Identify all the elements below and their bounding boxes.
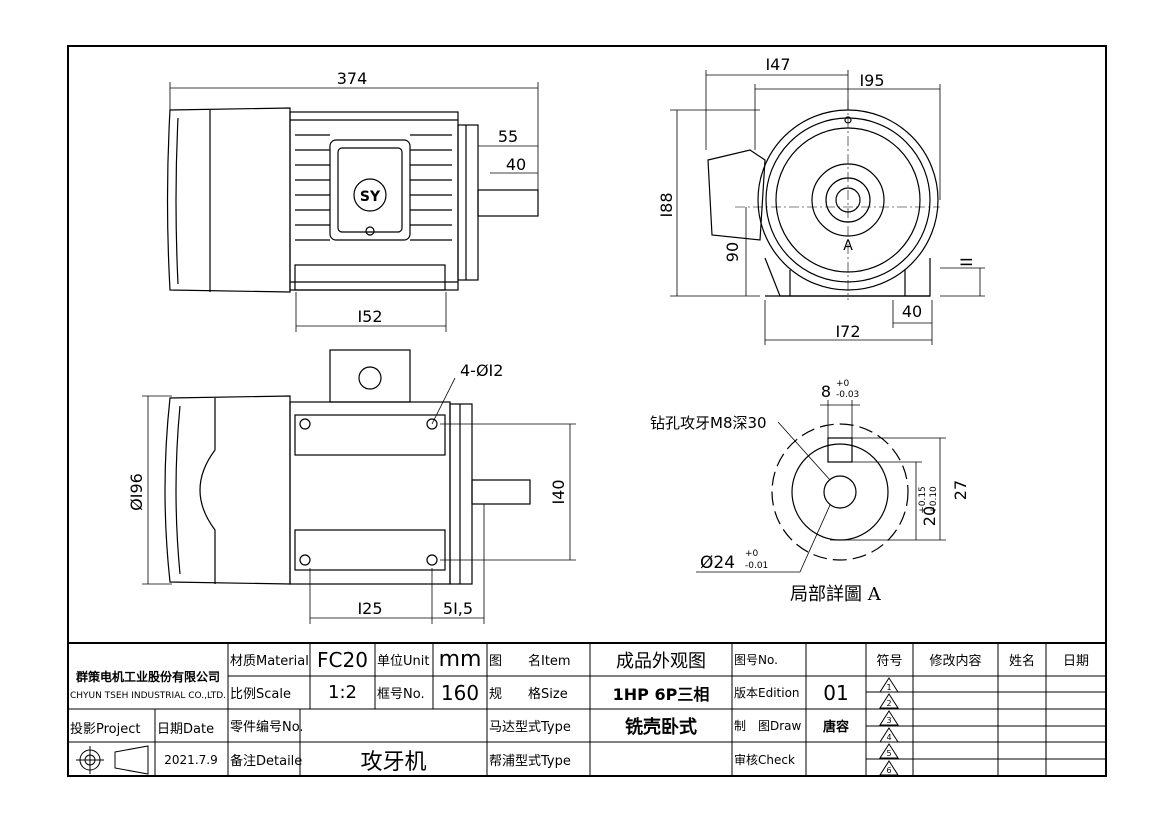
dim-key-width: 8 xyxy=(821,382,831,401)
dim-shaft-b: 40 xyxy=(506,155,526,174)
detail-a-dimensions xyxy=(696,400,946,573)
scale-value: 1:2 xyxy=(328,682,357,703)
material-value: FC20 xyxy=(317,647,368,672)
frame-label: 框号No. xyxy=(377,687,425,702)
section-mark-a: A xyxy=(843,238,853,254)
draw-label: 制 图Draw xyxy=(734,719,802,733)
drawing-border xyxy=(67,45,1107,777)
top-view-dimensions xyxy=(142,377,576,624)
revision-mark-4: 4 xyxy=(886,732,892,742)
unit-value: mm xyxy=(438,647,482,672)
dim-shaft-dia: Ø24 xyxy=(700,553,735,573)
dim-overall-length: 374 xyxy=(337,69,368,88)
remark-label: 备注Detailed xyxy=(230,754,302,769)
scale-label: 比例Scale xyxy=(230,687,291,702)
revision-mark-2: 2 xyxy=(886,698,892,708)
detail-title: 局部詳圖 A xyxy=(790,584,882,605)
dim-shaft-tol-upper: +0 xyxy=(745,549,759,559)
front-view-dimensions xyxy=(169,82,539,332)
date-label: 日期Date xyxy=(157,721,215,737)
part-no-value xyxy=(300,709,487,742)
date-value: 2021.7.9 xyxy=(164,752,218,767)
hole-callout: 4-ØI2 xyxy=(460,361,503,380)
dim-height-188: I88 xyxy=(657,192,676,217)
dim-147: I47 xyxy=(765,55,790,74)
unit-label: 单位Unit xyxy=(377,654,430,669)
drawing-no-value xyxy=(806,643,866,676)
dim-hole-distance: I25 xyxy=(357,599,382,618)
check-label: 审核Check xyxy=(734,753,795,767)
dim-20-tol-upper: +0.15 xyxy=(918,486,928,514)
revision-mark-6: 6 xyxy=(886,765,892,775)
projection-label: 投影Project xyxy=(70,721,141,737)
part-no-label: 零件编号No. xyxy=(230,720,302,735)
company-name-en: CHYUN TSEH INDUSTRIAL CO.,LTD. xyxy=(69,691,227,701)
side-view-centerlines xyxy=(735,100,940,300)
company-name-cn: 群策电机工业股份有限公司 xyxy=(75,669,220,684)
front-view: SY xyxy=(166,107,539,293)
tap-note: 钻孔攻牙M8深30 xyxy=(650,414,767,432)
dim-base-width: I72 xyxy=(835,322,860,341)
dim-foot-width: I40 xyxy=(549,479,568,504)
revision-header-symbol: 符号 xyxy=(876,654,903,669)
frame-value: 160 xyxy=(440,680,480,705)
svg-text:SY: SY xyxy=(360,189,381,205)
dim-key-tol-lower: -0.03 xyxy=(836,390,859,400)
dim-shaft-height: 90 xyxy=(723,242,742,262)
revision-triangles xyxy=(879,677,899,776)
dim-shaft-offset: 5I,5 xyxy=(443,599,473,618)
dim-foot-spacing: I52 xyxy=(357,307,382,326)
edition-value: 01 xyxy=(823,680,849,705)
dim-shaft-a: 55 xyxy=(498,127,518,146)
dim-foot-thickness: II xyxy=(957,257,976,266)
size-label: 规 格Size xyxy=(489,687,568,702)
side-view-dimensions xyxy=(670,70,985,345)
revision-mark-1: 1 xyxy=(886,682,892,692)
revision-mark-3: 3 xyxy=(886,715,892,725)
draw-value: 唐容 xyxy=(822,720,849,735)
dim-body-dia: ØI96 xyxy=(127,473,146,511)
revision-mark-5: 5 xyxy=(886,748,892,758)
dim-foot-40: 40 xyxy=(902,302,922,321)
revision-header-date: 日期 xyxy=(1062,654,1089,669)
pump-type-value xyxy=(590,743,732,776)
dim-27: 27 xyxy=(951,480,970,500)
title-block: 群策电机工业股份有限公司 CHYUN TSEH INDUSTRIAL CO.,L… xyxy=(68,643,1106,776)
dim-20: 20 xyxy=(920,506,939,526)
item-label: 图 名Item xyxy=(489,654,571,669)
projection-symbol-icon xyxy=(76,745,149,775)
title-block-grid xyxy=(68,642,1106,776)
item-value: 成品外观图 xyxy=(616,650,706,672)
motor-type-label: 马达型式Type xyxy=(489,720,571,735)
remark-value: 攻牙机 xyxy=(360,749,427,775)
dim-20-tol-lower: +0.10 xyxy=(929,486,939,514)
edition-label: 版本Edition xyxy=(734,686,800,700)
pump-type-label: 帮浦型式Type xyxy=(489,754,571,769)
material-label: 材质Material xyxy=(230,654,309,669)
top-view xyxy=(164,349,531,585)
dim-195: I95 xyxy=(859,71,884,90)
dim-shaft-tol-lower: -0.01 xyxy=(745,561,768,571)
side-view xyxy=(707,109,939,297)
drawing-no-label: 图号No. xyxy=(734,653,778,667)
dim-key-tol-upper: +0 xyxy=(836,379,850,389)
size-value: 1HP 6P三相 xyxy=(612,684,710,704)
check-value xyxy=(806,743,866,776)
revision-header-name: 姓名 xyxy=(1008,654,1035,669)
motor-type-value: 铣壳卧式 xyxy=(625,716,697,738)
revision-header-content: 修改内容 xyxy=(929,654,982,669)
